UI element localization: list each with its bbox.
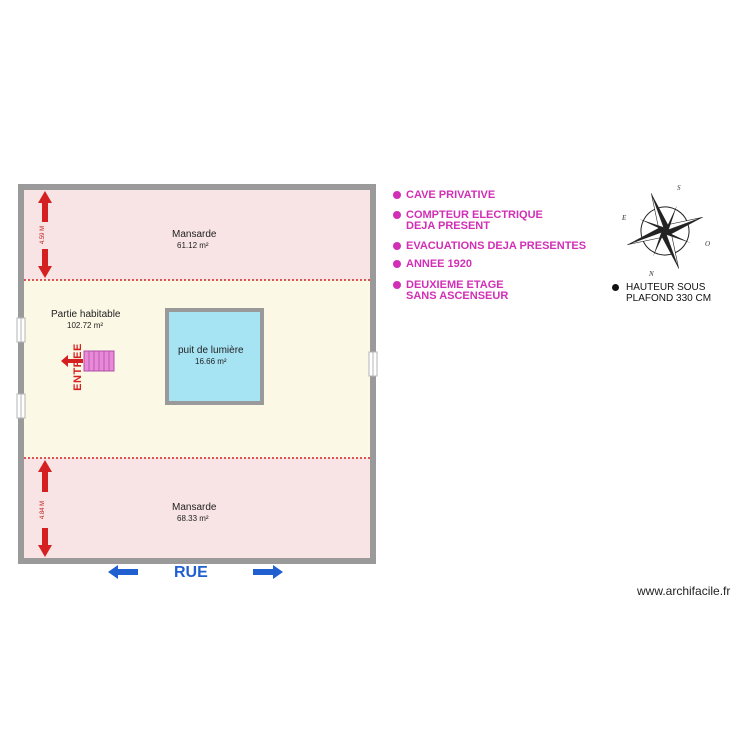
bullet-icon (612, 284, 619, 291)
window-left-2 (16, 393, 26, 419)
compass-letter-south: S (677, 184, 681, 192)
living-area-name: Partie habitable (51, 309, 121, 320)
entrance-arrow (61, 355, 83, 367)
note-text: EVACUATIONS DEJA PRESENTES (406, 240, 587, 252)
street-label: RUE (174, 564, 208, 581)
compass-letter-east: E (622, 214, 627, 222)
note-text: ANNEE 1920 (406, 258, 473, 270)
bullet-icon (393, 191, 401, 199)
watermark: www.archifacile.fr (637, 584, 731, 598)
bullet-icon (393, 281, 401, 289)
compass-letter-west: O (705, 240, 711, 248)
stairs (83, 350, 115, 372)
street-arrow-left (108, 565, 138, 579)
bullet-icon (393, 242, 401, 250)
lightwell-area: 16.66 m² (195, 357, 227, 366)
compass-rose (627, 193, 703, 269)
note-text: COMPTEUR ELECTRIQUE DEJA PRESENT (406, 209, 543, 232)
mansarde-bottom-area: 68.33 m² (177, 514, 209, 523)
dimension-arrow-bottom (38, 460, 52, 557)
street-arrow-right (253, 565, 283, 579)
mansarde-top-room (24, 190, 370, 280)
note-text: CAVE PRIVATIVE (406, 189, 496, 201)
mansarde-bottom-room (24, 458, 370, 558)
ceiling-height-note: HAUTEUR SOUS PLAFOND 330 CM (626, 282, 712, 304)
lightwell-name: puit de lumière (178, 345, 244, 356)
window-left-1 (16, 317, 26, 343)
mansarde-top-name: Mansarde (172, 229, 217, 240)
compass-letter-north: N (649, 270, 654, 278)
mansarde-top-area: 61.12 m² (177, 241, 209, 250)
window-right (368, 351, 378, 377)
mansarde-bottom-name: Mansarde (172, 502, 217, 513)
note-text: DEUXIEME ETAGE SANS ASCENSEUR (406, 279, 509, 302)
bullet-icon (393, 211, 401, 219)
lightwell-room (169, 312, 260, 401)
bullet-icon (393, 260, 401, 268)
dimension-arrow-top (38, 191, 52, 278)
entrance-label: ENTREE (71, 343, 84, 391)
dimension-label-top: 4.59 M (40, 225, 47, 245)
living-area-area: 102.72 m² (67, 321, 104, 330)
dimension-label-bottom: 4.84 M (40, 500, 47, 520)
